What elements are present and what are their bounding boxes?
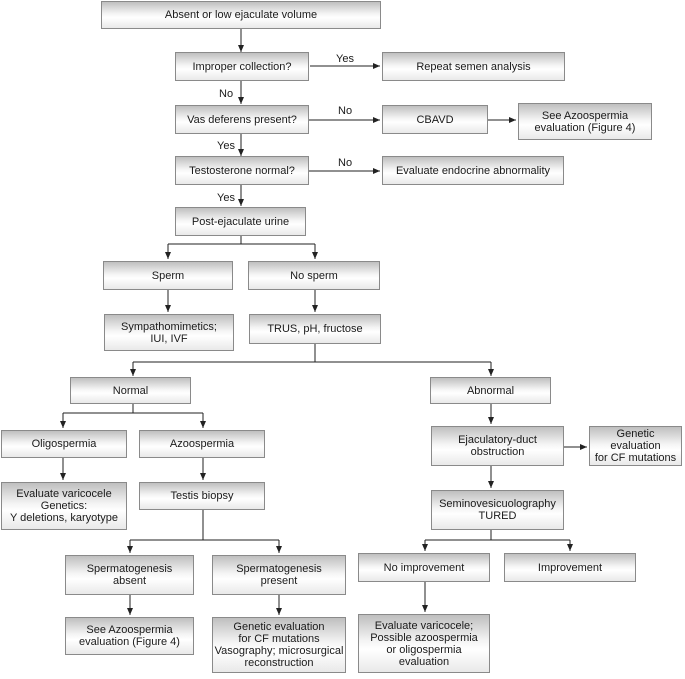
label-no-collection: No (219, 88, 233, 100)
box-genetic-eval-cf-right: Genetic evaluation for CF mutations (589, 426, 682, 466)
box-improper-collection: Improper collection? (175, 52, 309, 81)
label-yes-collection: Yes (336, 53, 354, 65)
box-azoospermia: Azoospermia (139, 430, 265, 458)
box-evaluate-endocrine: Evaluate endocrine abnormality (382, 156, 564, 185)
box-genetic-eval-vasography: Genetic evaluation for CF mutations Vaso… (212, 617, 346, 673)
box-spermatogenesis-present: Spermatogenesis present (212, 555, 346, 595)
box-trus: TRUS, pH, fructose (249, 314, 381, 344)
box-repeat-semen-analysis: Repeat semen analysis (382, 52, 565, 81)
box-ejaculatory-duct-obstruction: Ejaculatory-duct obstruction (431, 426, 564, 466)
box-vas-deferens-present: Vas deferens present? (175, 105, 309, 134)
label-yes-vas: Yes (217, 140, 235, 152)
box-no-improvement: No improvement (358, 553, 490, 582)
box-sympathomimetics: Sympathomimetics; IUI, IVF (104, 314, 234, 351)
box-evaluate-varicocele-genetics: Evaluate varicocele Genetics: Y deletion… (1, 482, 127, 530)
box-see-azoospermia-bottom: See Azoospermia evaluation (Figure 4) (65, 617, 194, 655)
box-testosterone-normal: Testosterone normal? (175, 156, 309, 185)
label-no-testosterone: No (338, 157, 352, 169)
box-cbavd: CBAVD (382, 105, 488, 134)
box-seminovesiculography: Seminovesicuolography TURED (431, 490, 564, 530)
label-yes-testosterone: Yes (217, 192, 235, 204)
box-improvement: Improvement (504, 553, 636, 582)
box-oligospermia: Oligospermia (1, 430, 127, 458)
box-abnormal: Abnormal (430, 377, 551, 404)
box-see-azoospermia-top: See Azoospermia evaluation (Figure 4) (518, 103, 652, 140)
label-no-vas: No (338, 105, 352, 117)
box-normal: Normal (70, 377, 191, 404)
box-spermatogenesis-absent: Spermatogenesis absent (65, 555, 194, 595)
box-no-sperm: No sperm (248, 261, 380, 290)
box-absent-low-volume: Absent or low ejaculate volume (101, 1, 381, 29)
box-sperm: Sperm (103, 261, 233, 290)
box-post-ejaculate-urine: Post-ejaculate urine (175, 207, 306, 236)
box-evaluate-varicocele-possible: Evaluate varicocele; Possible azoospermi… (358, 614, 490, 673)
box-testis-biopsy: Testis biopsy (139, 482, 265, 510)
